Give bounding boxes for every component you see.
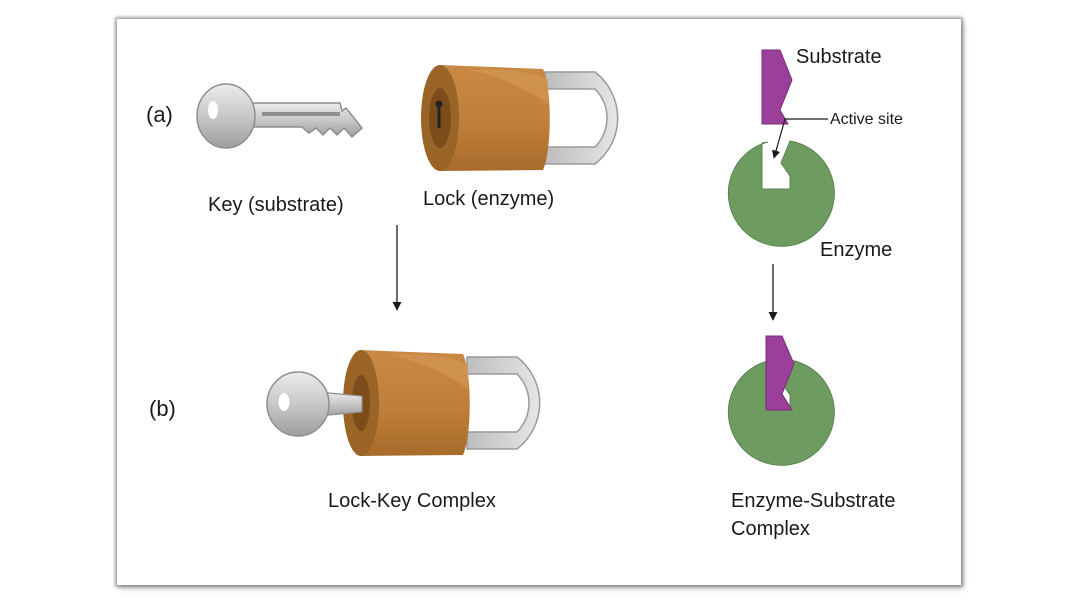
active-site-pointer xyxy=(772,118,828,159)
lock-label: Lock (enzyme) xyxy=(423,188,555,210)
lock-key-complex-label: Lock-Key Complex xyxy=(328,490,496,512)
enzyme-substrate-complex-shape xyxy=(727,335,835,466)
part-label-a: (a) xyxy=(146,102,173,127)
active-site-label: Active site xyxy=(830,111,903,128)
part-label-b: (b) xyxy=(149,396,176,421)
enzyme-shape xyxy=(727,140,835,247)
substrate-shape xyxy=(761,49,793,125)
es-complex-label-line1: Enzyme-Substrate xyxy=(731,490,896,512)
key-label: Key (substrate) xyxy=(208,194,344,216)
key-icon xyxy=(196,83,364,149)
substrate-label: Substrate xyxy=(796,46,882,68)
lock-key-complex-icon xyxy=(266,350,541,456)
es-complex-label-line2: Complex xyxy=(731,518,810,540)
lock-icon xyxy=(421,65,619,171)
enzyme-label: Enzyme xyxy=(820,239,893,261)
